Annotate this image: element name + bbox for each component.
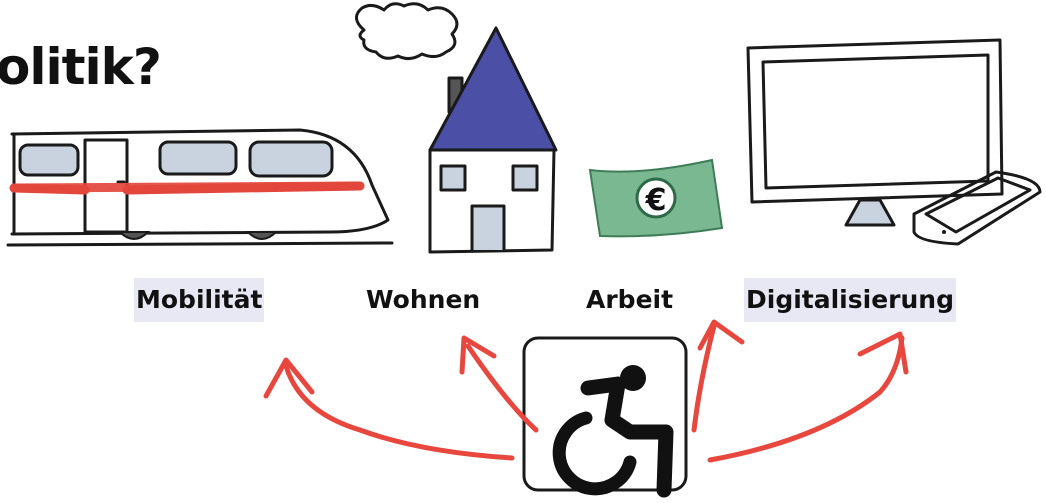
money-icon: € (588, 158, 724, 238)
house-icon (355, 2, 558, 254)
arrow-to-wohnen (459, 335, 539, 433)
topic-label-wohnen: Wohnen (366, 285, 481, 314)
topic-label-digitalisierung: Digitalisierung (744, 278, 956, 322)
topic-label-mobilitaet: Mobilität (134, 278, 265, 322)
currency-symbol: € (645, 183, 667, 218)
topic-label-arbeit: Arbeit (586, 285, 674, 314)
page-title: olitik? (0, 38, 162, 96)
arrow-to-digitalisierung (707, 331, 909, 463)
wheelchair-icon (522, 336, 688, 498)
computer-icon (746, 38, 1042, 246)
train-icon (6, 128, 394, 247)
arrow-to-arbeit (691, 319, 745, 433)
arrow-to-mobilitaet (263, 357, 515, 461)
